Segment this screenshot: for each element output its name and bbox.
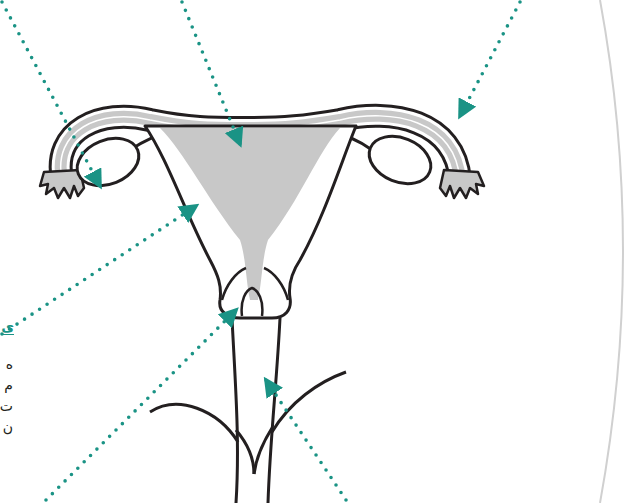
page-arc (600, 0, 623, 503)
text-fragment: ه (6, 356, 13, 372)
leader-lines (2, 2, 520, 500)
vagina-vulva (150, 318, 346, 503)
heading-fragment: ی (1, 318, 14, 335)
uterus (145, 126, 356, 318)
text-fragment: ن (3, 419, 13, 435)
text-fragment: م (4, 377, 13, 393)
text-fragment: ت (0, 398, 13, 414)
